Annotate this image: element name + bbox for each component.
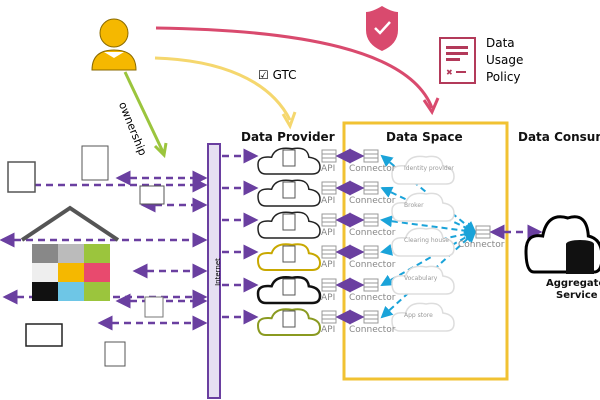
solar-house-icon bbox=[139, 185, 165, 205]
connector-server-icon bbox=[363, 181, 379, 195]
puzzle-piece bbox=[32, 244, 58, 263]
connector-server-icon bbox=[363, 310, 379, 324]
api-label: API bbox=[321, 196, 336, 206]
api-label: API bbox=[321, 228, 336, 238]
ownership-arrow bbox=[123, 71, 165, 153]
service-cloud bbox=[391, 155, 455, 185]
person-icon bbox=[91, 18, 137, 71]
meter-icon bbox=[282, 310, 296, 328]
api-label: API bbox=[321, 325, 336, 335]
connector-label: Connector bbox=[349, 293, 396, 303]
provider-cloud bbox=[256, 276, 322, 305]
policy-label-line1: Data bbox=[486, 36, 515, 50]
provider-cloud bbox=[257, 147, 321, 175]
internet-bar bbox=[207, 143, 221, 399]
service-cloud bbox=[391, 192, 455, 222]
heat-pump-icon bbox=[81, 145, 109, 181]
connector-server-icon bbox=[363, 245, 379, 259]
data-space-title: Data Space bbox=[386, 130, 463, 144]
service-cloud bbox=[391, 265, 455, 295]
central-connector-label: Connector bbox=[458, 240, 505, 250]
gtc-arrow bbox=[154, 56, 292, 121]
connector-label: Connector bbox=[349, 260, 396, 270]
policy-arrow bbox=[155, 26, 434, 109]
api-label: API bbox=[321, 293, 336, 303]
heat-pump-icon bbox=[282, 149, 296, 167]
service-cloud bbox=[391, 302, 455, 332]
ev-charger-icon bbox=[282, 245, 296, 263]
api-server-icon bbox=[321, 310, 337, 324]
api-server-icon bbox=[321, 213, 337, 227]
appliances-icon bbox=[282, 181, 296, 199]
api-server-icon bbox=[321, 181, 337, 195]
puzzle-piece bbox=[32, 263, 58, 282]
dishwasher-icon bbox=[7, 161, 36, 193]
svg-text:✖: ✖ bbox=[446, 68, 453, 77]
connector-mesh-link bbox=[380, 215, 477, 237]
provider-cloud bbox=[257, 179, 321, 207]
solar-house-icon bbox=[282, 213, 296, 231]
puzzle-piece bbox=[84, 263, 110, 282]
database-icon bbox=[566, 244, 594, 274]
puzzle-piece bbox=[84, 282, 110, 301]
connector-server-icon bbox=[363, 213, 379, 227]
connector-label: Connector bbox=[349, 325, 396, 335]
puzzle-piece bbox=[58, 282, 84, 301]
service-cloud bbox=[391, 227, 455, 257]
service-label: Vocabulary bbox=[404, 275, 438, 282]
api-server-icon bbox=[321, 245, 337, 259]
api-label: API bbox=[321, 260, 336, 270]
puzzle-piece bbox=[32, 282, 58, 301]
service-label: App store bbox=[404, 312, 433, 319]
policy-label-line3: Policy bbox=[486, 70, 521, 84]
service-label: Clearing house bbox=[404, 237, 449, 244]
connector-label: Connector bbox=[349, 228, 396, 238]
car-battery-icon bbox=[282, 278, 296, 296]
puzzle-piece bbox=[58, 244, 84, 263]
internet-label: Internet bbox=[213, 258, 222, 286]
aggregate-service-line2: Service bbox=[556, 290, 598, 301]
gtc-label: ☑ GTC bbox=[258, 68, 297, 82]
provider-cloud bbox=[257, 211, 321, 239]
data-consumer-title: Data Consumer bbox=[518, 130, 600, 144]
api-server-icon bbox=[321, 149, 337, 163]
house-roof-icon bbox=[20, 205, 120, 242]
connector-label: Connector bbox=[349, 164, 396, 174]
provider-cloud bbox=[256, 308, 322, 336]
smart-meter-icon bbox=[144, 296, 164, 318]
puzzle-piece bbox=[84, 244, 110, 263]
policy-label-line2: Usage bbox=[486, 53, 524, 67]
service-label: Identity provider bbox=[404, 165, 454, 172]
central-connector-icon bbox=[475, 225, 491, 239]
connector-server-icon bbox=[363, 278, 379, 292]
electric-car-icon bbox=[25, 323, 63, 347]
api-label: API bbox=[321, 164, 336, 174]
provider-cloud bbox=[256, 243, 322, 271]
policy-document-icon: ✖ bbox=[439, 37, 476, 84]
connector-server-icon bbox=[363, 149, 379, 163]
api-server-icon bbox=[321, 278, 337, 292]
connector-label: Connector bbox=[349, 196, 396, 206]
puzzle-piece bbox=[58, 263, 84, 282]
shield-check-icon bbox=[366, 6, 398, 51]
aggregate-service-line1: Aggregate bbox=[546, 278, 600, 289]
charging-station-icon bbox=[104, 341, 126, 367]
service-label: Broker bbox=[404, 202, 424, 209]
data-provider-title: Data Provider bbox=[241, 130, 335, 144]
